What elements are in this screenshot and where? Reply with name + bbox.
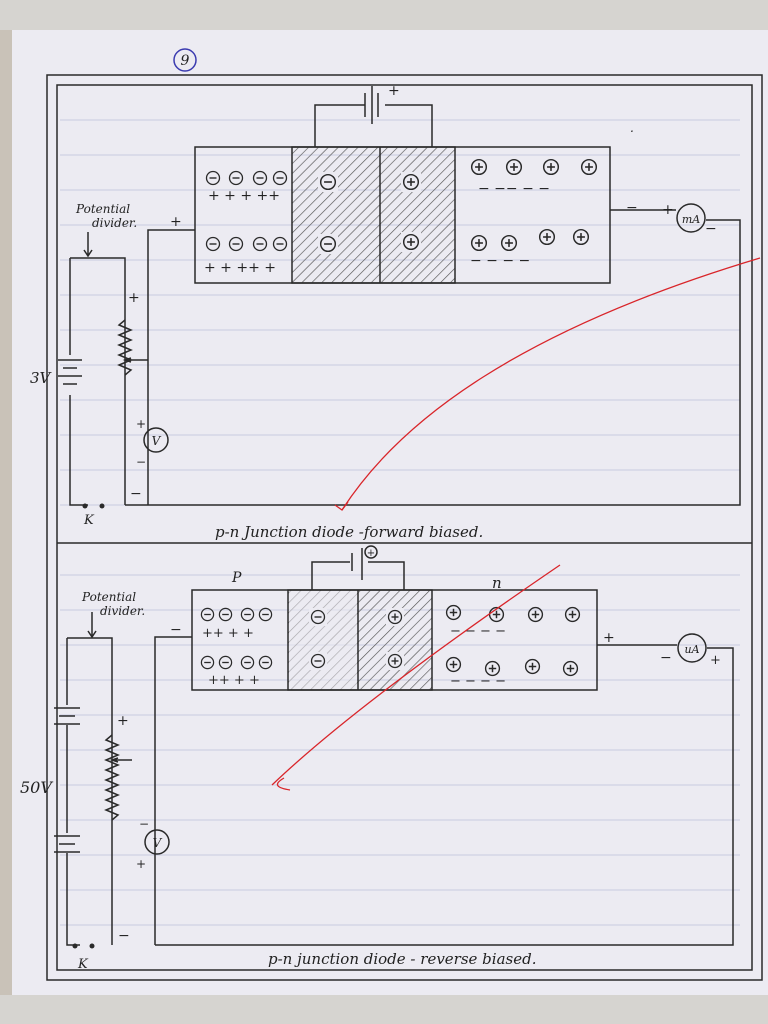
reverse-battery (54, 707, 80, 853)
forward-key (82, 503, 88, 509)
reverse-top-wire (311, 561, 405, 590)
forward-divider-wire (70, 257, 126, 505)
svg-text:+: + (128, 290, 140, 306)
svg-text:+: + (710, 653, 721, 668)
red-pen-mark-upper (341, 257, 761, 511)
svg-text:− − − −: − − − − (450, 624, 506, 639)
svg-text:−: − (626, 200, 638, 216)
reverse-caption: p-n junction diode - reverse biased. (268, 950, 536, 968)
forward-ma-label: mA (682, 213, 700, 226)
reverse-left-wire (154, 636, 192, 945)
reverse-battery-voltage: 50V (20, 778, 53, 797)
svg-text:−: − (118, 928, 130, 944)
reverse-key (72, 943, 78, 949)
svg-text:−: − (136, 455, 146, 469)
svg-text:−: − (660, 650, 672, 666)
svg-text:+: + (662, 202, 674, 218)
forward-top-cell-plus: + (388, 83, 400, 99)
forward-divider-label-2: divider. (92, 216, 137, 230)
reverse-top-cell-plus-circle (364, 545, 378, 559)
forward-divider-arrow (83, 232, 93, 258)
reverse-rheostat (104, 734, 120, 821)
reverse-biased-diagram: P n ++ + + ++ + + − − − − (20, 545, 734, 972)
svg-text:+ + ++ +: + + ++ + (204, 260, 276, 276)
forward-depletion-region (291, 146, 456, 284)
forward-p-side-ions: + + + ++ + + ++ + (204, 170, 288, 276)
reverse-voltmeter (144, 829, 170, 855)
svg-text:+: + (603, 630, 615, 646)
reverse-p-side-ions: ++ + + ++ + + (200, 607, 273, 688)
reverse-n-label: n (492, 574, 502, 592)
forward-biased-diagram: + + + ++ + + ++ + − −− − − − − − − + . (30, 83, 741, 541)
svg-text:++ + +: ++ + + (202, 626, 254, 641)
page-number-badge: 9 (173, 48, 197, 72)
forward-caption: p-n Junction diode -forward biased. (215, 523, 483, 541)
forward-right-wire (125, 209, 741, 506)
inner-border (56, 84, 753, 971)
svg-text:+: + (170, 214, 182, 230)
svg-text:−: − (170, 622, 182, 638)
forward-left-wire (147, 229, 195, 505)
forward-battery-voltage: 3V (30, 369, 53, 387)
forward-ma-meter (676, 203, 706, 233)
svg-text:+ + + ++: + + + ++ (208, 188, 280, 204)
reverse-p-label: P (231, 570, 242, 586)
outer-border (46, 74, 763, 981)
red-pen-mark-lower (271, 564, 561, 786)
reverse-divider-wire (67, 637, 113, 945)
forward-voltmeter-label: V (152, 434, 162, 448)
forward-battery-wire (69, 258, 88, 506)
forward-top-wire (314, 104, 433, 147)
svg-text:++ + +: ++ + + (208, 673, 260, 688)
svg-text:− − − −: − − − − (450, 674, 506, 689)
reverse-key-label: K (77, 957, 89, 972)
reverse-ua-label: uA (684, 643, 699, 656)
svg-text:− −− − −: − −− − − (478, 181, 550, 197)
binding-edge (0, 30, 12, 995)
svg-text:+: + (367, 548, 375, 559)
forward-rheostat (117, 319, 133, 376)
svg-text:−: − (705, 221, 717, 237)
reverse-divider-label-1: Potential (81, 590, 136, 604)
reverse-divider-arrow (87, 612, 97, 639)
reverse-depletion-ions (309, 608, 404, 670)
forward-depletion-ions (318, 172, 421, 254)
forward-n-side-ions: − −− − − − − − − (470, 158, 598, 269)
reverse-ua-meter (677, 633, 707, 663)
svg-text:+: + (136, 857, 146, 871)
svg-text:+: + (117, 713, 129, 729)
reverse-divider-label-2: divider. (100, 604, 145, 618)
forward-voltmeter (143, 427, 169, 453)
reverse-voltmeter-label: V (153, 836, 163, 850)
svg-text:− − − −: − − − − (470, 253, 530, 269)
svg-text:−: − (139, 817, 149, 831)
reverse-n-side-ions: − − − − − − − − (445, 604, 581, 689)
reverse-right-wire (155, 644, 734, 946)
forward-divider-label-1: Potential (75, 202, 130, 216)
page-number: 9 (181, 53, 190, 69)
forward-battery (58, 359, 82, 385)
forward-key-label: K (83, 513, 95, 528)
svg-text:+: + (136, 417, 146, 431)
svg-text:.: . (630, 121, 634, 135)
svg-text:−: − (130, 486, 142, 502)
